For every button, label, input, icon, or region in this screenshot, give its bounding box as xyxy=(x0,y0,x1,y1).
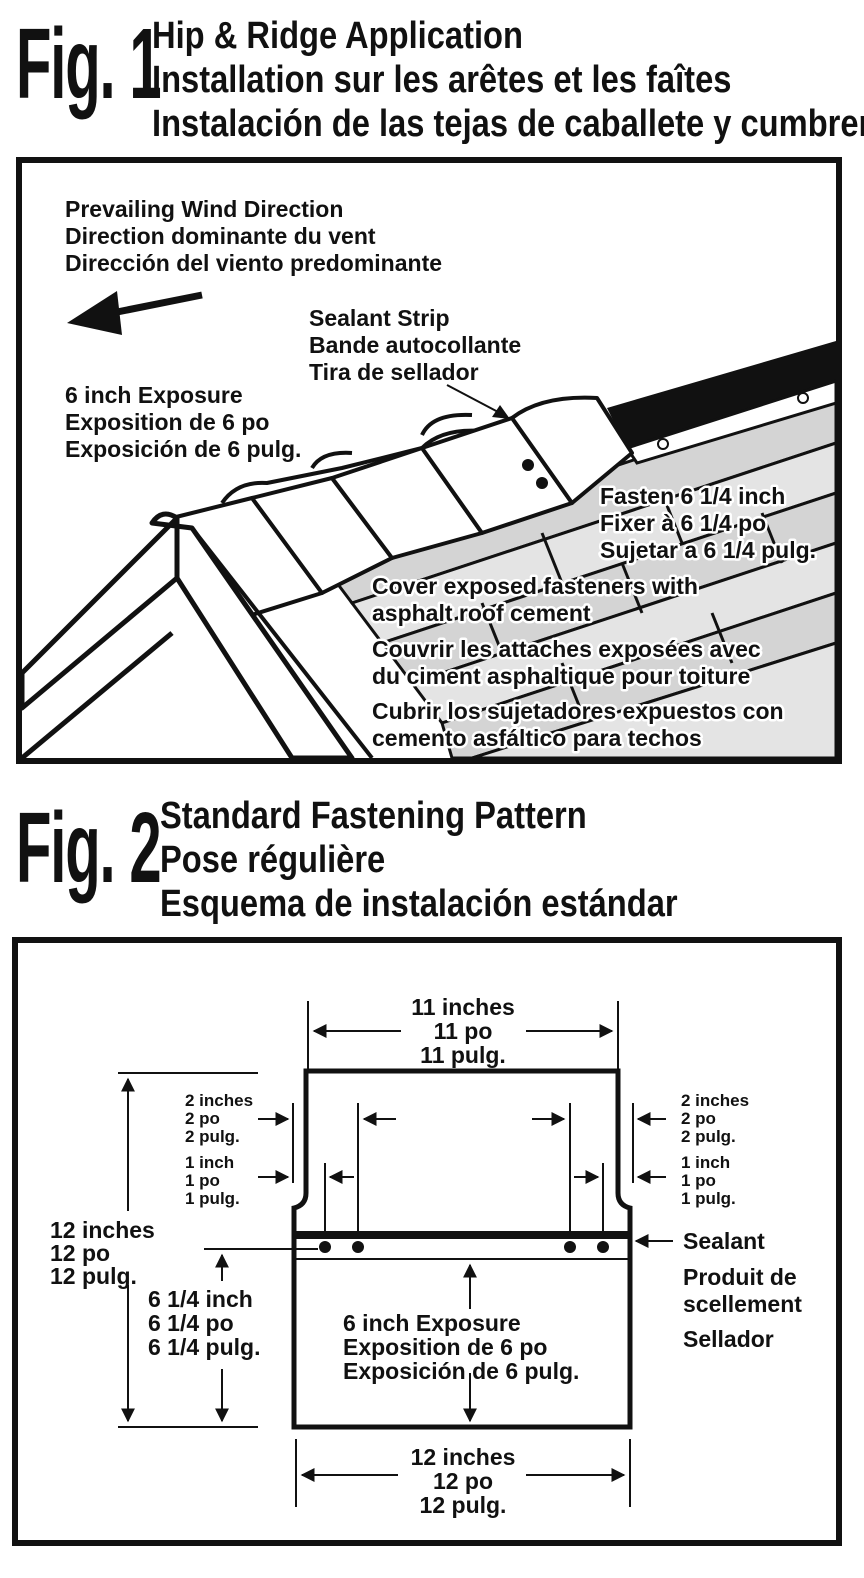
height-fr: 12 po xyxy=(50,1240,110,1266)
fig1-title-fr: Installation sur les arêtes et les faîte… xyxy=(152,59,732,101)
exposure-fr: Exposition de 6 po xyxy=(343,1334,547,1360)
wind-label-fr: Direction dominante du vent xyxy=(65,223,376,249)
height-en: 12 inches xyxy=(50,1217,155,1243)
cap-shingle-outline xyxy=(291,1068,633,1430)
bottom-width-en: 12 inches xyxy=(411,1444,516,1470)
height-es: 12 pulg. xyxy=(50,1263,137,1289)
fig2-title-en: Standard Fastening Pattern xyxy=(160,795,587,837)
one-inch-right-en: 1 inch xyxy=(681,1153,730,1172)
exposure-fr: Exposition de 6 po xyxy=(65,409,269,435)
field-shingles xyxy=(22,391,836,758)
ridge-cap-shingles xyxy=(170,395,634,620)
cover-en-1: Cover exposed fasteners with xyxy=(372,573,698,599)
one-inch-left-en: 1 inch xyxy=(185,1153,234,1172)
nail-dot xyxy=(319,1241,331,1253)
two-inch-right-fr: 2 po xyxy=(681,1109,716,1128)
exposure-es: Exposición de 6 pulg. xyxy=(65,436,301,462)
bottom-width-fr: 12 po xyxy=(433,1468,493,1494)
two-inch-right-en: 2 inches xyxy=(681,1091,749,1110)
one-inch-left-es: 1 pulg. xyxy=(185,1189,240,1208)
cover-fr-1: Couvrir les attaches exposées avec xyxy=(372,636,761,662)
nail-dot xyxy=(522,459,534,471)
cover-es-1: Cubrir los sujetadores expuestos con xyxy=(372,698,784,724)
fig2-title: Standard Fastening Pattern Pose régulièr… xyxy=(160,794,678,926)
top-width-es: 11 pulg. xyxy=(420,1042,506,1068)
two-inch-right-es: 2 pulg. xyxy=(681,1127,736,1146)
bottom-width-es: 12 pulg. xyxy=(420,1492,507,1518)
wind-label-es: Dirección del viento predominante xyxy=(65,250,442,276)
fig2-title-fr: Pose régulière xyxy=(160,839,386,881)
nail-dots xyxy=(319,1241,609,1253)
nail-height-fr: 6 1/4 po xyxy=(148,1310,234,1336)
gable-end xyxy=(22,511,355,758)
fasten-en: Fasten 6 1/4 inch xyxy=(600,483,785,509)
nail-dot xyxy=(352,1241,364,1253)
fasten-es: Sujetar a 6 1/4 pulg. xyxy=(600,537,816,563)
sealant-es: Sellador xyxy=(683,1326,774,1352)
fig1-title-es: Instalación de las tejas de caballete y … xyxy=(152,103,864,145)
fig1-title-en: Hip & Ridge Application xyxy=(152,15,523,57)
sealant-strip-en: Sealant Strip xyxy=(309,305,450,331)
fig1-frame: Prevailing Wind Direction Direction domi… xyxy=(16,157,842,764)
top-width-fr: 11 po xyxy=(434,1018,493,1044)
cover-fr-2: du ciment asphaltique pour toiture xyxy=(372,663,750,689)
nail-dot xyxy=(536,477,548,489)
fig2-frame: 11 inches 11 po 11 pulg. 12 inches 12 po… xyxy=(12,937,842,1546)
fig2-label: Fig. 2 xyxy=(16,792,162,904)
one-inch-right-fr: 1 po xyxy=(681,1171,716,1190)
wind-label-en: Prevailing Wind Direction xyxy=(65,196,343,222)
sealant-strip-es: Tira de sellador xyxy=(309,359,479,385)
cover-es-2: cemento asfáltico para techos xyxy=(372,725,702,751)
ridge-black-cap xyxy=(607,341,836,465)
fig2-diagram: 11 inches 11 po 11 pulg. 12 inches 12 po… xyxy=(50,994,802,1518)
sealant-fr-1: Produit de xyxy=(683,1264,797,1290)
one-inch-left-fr: 1 po xyxy=(185,1171,220,1190)
exposure-en: 6 inch Exposure xyxy=(343,1310,521,1336)
nail-height-en: 6 1/4 inch xyxy=(148,1286,253,1312)
one-inch-right-es: 1 pulg. xyxy=(681,1189,736,1208)
hip-edge xyxy=(190,526,374,758)
sealant-strip-fr: Bande autocollante xyxy=(309,332,521,358)
nail-dot xyxy=(597,1241,609,1253)
top-width-en: 11 inches xyxy=(411,994,515,1020)
fig1-title: Hip & Ridge Application Installation sur… xyxy=(152,14,864,146)
nail-dot xyxy=(564,1241,576,1253)
nail-height-es: 6 1/4 pulg. xyxy=(148,1334,260,1360)
sealant-leader xyxy=(446,384,510,419)
two-inch-left-fr: 2 po xyxy=(185,1109,220,1128)
sealant-en: Sealant xyxy=(683,1228,765,1254)
two-inch-left-en: 2 inches xyxy=(185,1091,253,1110)
two-inch-left-es: 2 pulg. xyxy=(185,1127,240,1146)
exposure-es: Exposición de 6 pulg. xyxy=(343,1358,579,1384)
fasten-fr: Fixer à 6 1/4 po xyxy=(600,510,766,536)
fig2-title-es: Esquema de instalación estándar xyxy=(160,883,678,925)
fig1-illustration: Prevailing Wind Direction Direction domi… xyxy=(22,196,836,758)
wind-arrow xyxy=(67,291,203,335)
cover-en-2: asphalt roof cement xyxy=(372,600,591,626)
sealant-fr-2: scellement xyxy=(683,1291,802,1317)
fig1-label: Fig. 1 xyxy=(16,8,162,120)
exposure-en: 6 inch Exposure xyxy=(65,382,243,408)
